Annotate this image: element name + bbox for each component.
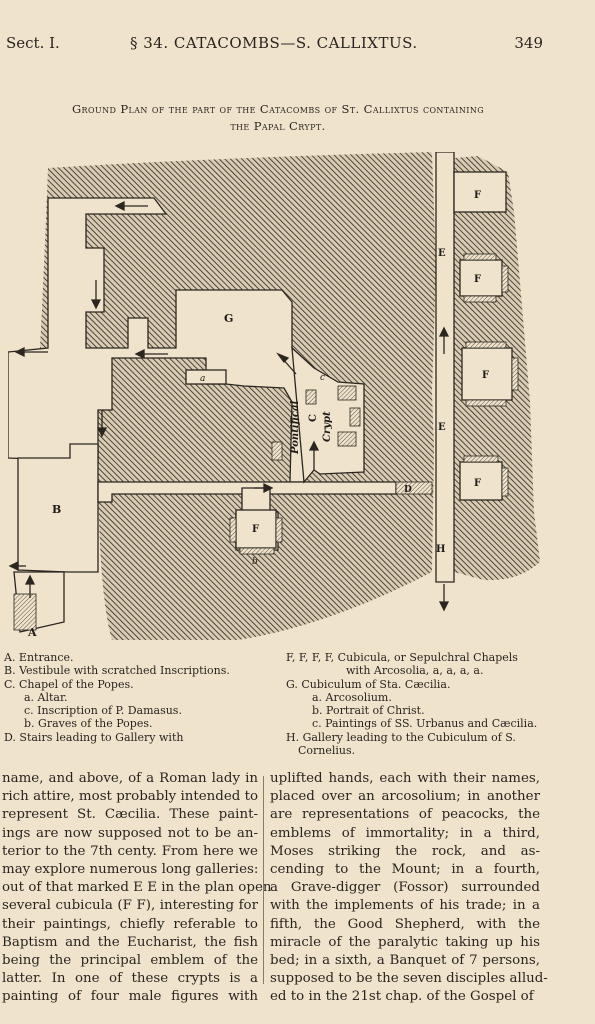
map-legend-left: A. Entrance. B. Vestibule with scratched… <box>4 651 266 744</box>
running-title: § 34. CATACOMBS—S. CALLIXTUS. <box>130 34 418 52</box>
page-number: 349 <box>514 34 543 52</box>
map-label-e-top: E <box>438 248 446 259</box>
legend-item: F, F, F, F, Cubicula, or Sepulchral Chap… <box>286 651 518 664</box>
text-line: ings are now supposed not to be an- <box>2 825 258 841</box>
legend-item: c. Inscription of P. Damasus. <box>24 704 182 718</box>
map-label-f-1: F <box>474 190 481 201</box>
text-line: supposed to be the seven disciples allud… <box>270 971 548 987</box>
map-label-f-2: F <box>474 274 481 285</box>
map-label-crypt-pontifical: Pontifical <box>290 401 301 455</box>
map-title-line-2: the Papal Crypt. <box>230 119 326 133</box>
text-line: painting of four male figures with <box>2 989 258 1005</box>
legend-item: c. Paintings of SS. Urbanus and Cæcilia. <box>312 717 538 731</box>
text-line: fifth, the Good Shepherd, with the <box>270 916 540 932</box>
legend-item: b. Graves of the Popes. <box>24 717 153 731</box>
map-label-g-cubiculum: G <box>224 312 233 325</box>
text-line: cending to the Mount; in a fourth, <box>270 862 540 878</box>
text-line: their paintings, chiefly referable to <box>2 916 258 932</box>
legend-item: G. Cubiculum of Sta. Cæcilia. <box>286 677 451 691</box>
legend-item: a. Arcosolium. <box>312 690 392 704</box>
text-line: with the implements of his trade; in a <box>270 898 540 914</box>
column-rule <box>263 776 264 984</box>
text-line: represent St. Cæcilia. These paint- <box>2 807 258 823</box>
legend-item: A. Entrance. <box>4 651 74 664</box>
body-column-right: uplifted hands, each with their names, p… <box>270 770 548 1007</box>
map-label-f-3: F <box>482 370 489 381</box>
map-label-e-middle: E <box>438 422 446 433</box>
text-line: uplifted hands, each with their names, <box>270 771 540 786</box>
catacomb-ground-plan: A B G D H E E F F F F F a b c Pontifical… <box>8 152 540 640</box>
map-label-c-inscription: c <box>320 373 325 383</box>
map-label-f-5: F <box>252 524 259 535</box>
legend-item: C. Chapel of the Popes. <box>4 677 134 691</box>
map-label-b-portrait: b <box>252 557 258 567</box>
map-legend-right: F, F, F, F, Cubicula, or Sepulchral Chap… <box>286 651 546 757</box>
text-line: several cubicula (F F), interesting for <box>2 898 258 914</box>
chambers <box>185 171 513 549</box>
map-label-crypt-word: Crypt <box>322 411 333 442</box>
map-label-h-gallery: H <box>436 544 445 555</box>
text-line: Moses striking the rock, and as- <box>270 843 540 859</box>
text-line: latter. In one of these crypts is a <box>2 971 258 987</box>
legend-item: with Arcosolia, a, a, a, a. <box>346 664 484 678</box>
legend-item: D. Stairs leading to Gallery with <box>4 730 184 744</box>
text-line: rich attire, most probably intended to <box>2 789 259 805</box>
galleries <box>8 152 455 633</box>
text-line: may explore numerous long galleries: <box>2 862 259 878</box>
map-label-a-entrance: A <box>27 626 37 639</box>
text-line: terior to the 7th centy. From here we <box>2 843 258 859</box>
map-label-f-4: F <box>474 478 481 489</box>
text-line: being the principal emblem of the <box>2 953 258 969</box>
body-column-left: name, and above, of a Roman lady in rich… <box>2 770 272 1007</box>
legend-item: H. Gallery leading to the Cubiculum of S… <box>286 730 516 758</box>
text-line: out of that marked E E in the plan open <box>2 880 272 896</box>
map-label-a-altar: a <box>200 374 205 384</box>
legend-item: a. Altar. <box>24 690 68 704</box>
text-line: bed; in a sixth, a Banquet of 7 persons, <box>270 953 540 969</box>
map-label-crypt-c: C <box>308 414 319 422</box>
section-label: Sect. I. <box>6 34 60 52</box>
map-title: Ground Plan of the part of the Catacombs… <box>8 101 548 135</box>
text-line: name, and above, of a Roman lady in <box>2 771 258 786</box>
arcosolia <box>13 253 519 631</box>
text-line: are representations of peacocks, the <box>270 807 540 823</box>
legend-item: B. Vestibule with scratched Inscriptions… <box>4 664 230 678</box>
legend-item: b. Portrait of Christ. <box>312 704 425 718</box>
text-line: Baptism and the Eucharist, the fish <box>2 934 258 950</box>
text-line: placed over an arcosolium; in another <box>270 789 540 805</box>
text-line: ed to in the 21st chap. of the Gospel of <box>270 989 534 1005</box>
running-header: Sect. I. § 34. CATACOMBS—S. CALLIXTUS. 3… <box>0 34 595 56</box>
map-label-b-vestibule: B <box>52 503 61 516</box>
text-line: miracle of the paralytic taking up his <box>270 934 540 950</box>
map-label-d-stairs: D <box>404 485 412 495</box>
map-title-line-1: Ground Plan of the part of the Catacombs… <box>71 102 485 116</box>
text-line: emblems of immortality; in a third, <box>270 825 540 841</box>
text-line: a Grave-digger (Fossor) surrounded <box>270 880 540 896</box>
direction-arrows <box>8 200 450 612</box>
